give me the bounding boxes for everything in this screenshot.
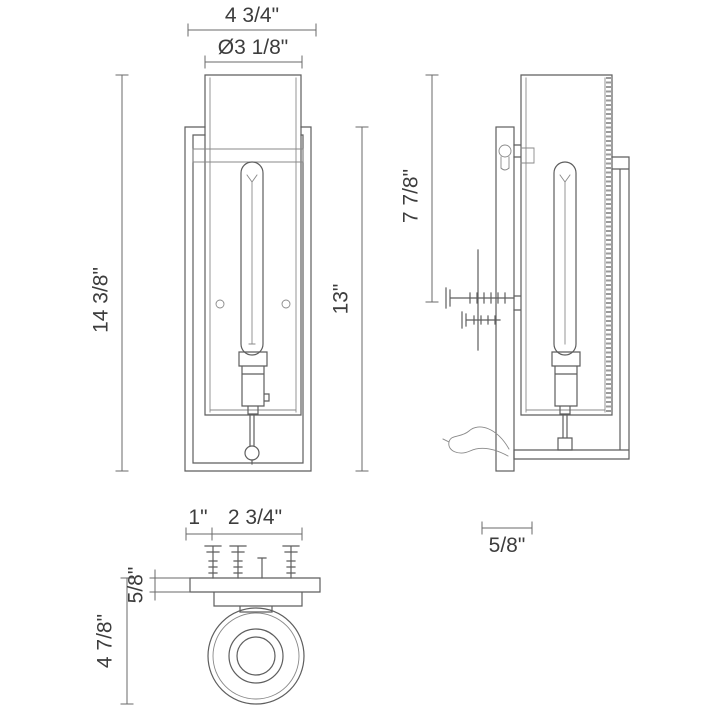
side-bulb-filament [559, 174, 571, 345]
side-socket [551, 351, 581, 451]
side-bracket [520, 147, 535, 164]
side-wire [442, 426, 510, 457]
dim-line-front-glass-diameter [204, 55, 303, 69]
bottom-socket-center [236, 636, 276, 676]
dim-line-front-overall-height [115, 74, 129, 472]
bottom-dimension-lines: 1" 2 3/4" 5/8" 4 7/8" [94, 506, 303, 705]
dim-bottom-inset-label: 1" [188, 506, 207, 529]
dim-line-bottom-plate-thickness [149, 569, 191, 601]
dim-line-bottom-widths [185, 527, 303, 541]
side-view [442, 74, 630, 472]
front-mount-hole-left [215, 299, 225, 309]
bottom-glass-outer [207, 607, 305, 705]
side-frame [513, 156, 630, 460]
dim-line-front-frame-height [355, 126, 369, 472]
dim-line-bottom-overall-depth [120, 577, 134, 705]
bottom-glass-outer-inner-ring [212, 612, 300, 700]
front-glass-tube [204, 74, 302, 416]
side-glass-tube-inner-walls [525, 77, 606, 413]
dim-side-backplate-width-label: 5/8" [489, 534, 526, 557]
bottom-view [189, 545, 321, 705]
dim-line-side-upper-height [425, 74, 439, 303]
front-bulb-filament [246, 174, 258, 345]
dim-line-front-overall-width [187, 23, 317, 37]
bottom-plates [189, 577, 321, 613]
side-bulb [553, 161, 577, 356]
side-keyhole [498, 144, 512, 158]
dim-side-upper-height-label: 7 7/8" [400, 169, 423, 223]
dim-front-overall-width-label: 4 3/4" [225, 4, 279, 27]
front-mount-hole-right [281, 299, 291, 309]
dim-front-overall-height-label: 14 3/8" [90, 267, 113, 333]
front-view [184, 74, 312, 472]
front-dimension-lines: 4 3/4" Ø3 1/8" 14 3/8" 13" [90, 4, 369, 472]
dim-front-frame-height-label: 13" [330, 284, 353, 315]
side-glass-tube [520, 74, 613, 416]
dim-bottom-overall-depth-label: 4 7/8" [94, 614, 117, 668]
dim-bottom-plate-thickness-label: 5/8" [125, 567, 148, 604]
dim-bottom-projection-label: 2 3/4" [228, 506, 282, 529]
front-bracket [192, 148, 304, 163]
side-keyhole-slot [500, 156, 510, 171]
front-frame-outline [184, 126, 312, 472]
bottom-socket-ring [228, 628, 284, 684]
front-bulb [240, 161, 264, 356]
side-mounting-screws [445, 249, 515, 351]
front-glass-tube-inner-walls [209, 77, 297, 413]
dim-front-glass-diameter-label: Ø3 1/8" [218, 36, 289, 59]
front-socket [238, 351, 270, 447]
bottom-screws [204, 545, 300, 579]
side-backplate [495, 126, 515, 472]
front-finial [244, 445, 260, 461]
side-dimension-lines: 7 7/8" 5/8" [400, 74, 533, 557]
dim-line-side-backplate-width [481, 521, 533, 535]
